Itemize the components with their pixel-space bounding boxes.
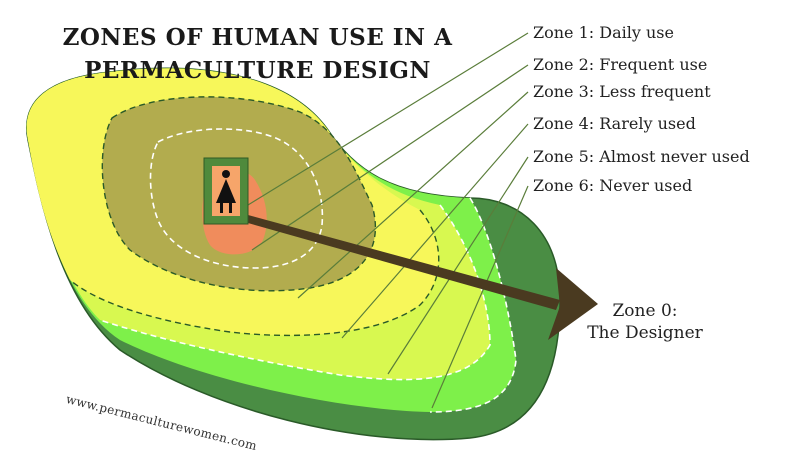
designer-label: Zone 0: The Designer	[560, 300, 730, 344]
zone-2-label: Zone 2: Frequent use	[533, 55, 708, 74]
zone-1-label: Zone 1: Daily use	[533, 23, 674, 42]
leader-line-zone-1	[247, 32, 529, 206]
leader-line-zone-2	[251, 64, 529, 251]
zone-6-label: Zone 6: Never used	[533, 176, 693, 195]
zone-3-label: Zone 3: Less frequent	[533, 82, 711, 101]
zone-5-label: Zone 5: Almost never used	[533, 147, 750, 166]
designer-arrow	[248, 215, 598, 340]
leader-line-zone-4	[341, 123, 529, 339]
title-line-1: ZONES OF HUMAN USE IN A	[62, 24, 453, 51]
designer-label-line-1: Zone 0:	[612, 301, 678, 321]
leader-line-zone-6	[431, 185, 529, 409]
leader-line-zone-3	[297, 91, 529, 299]
designer-label-line-2: The Designer	[587, 323, 703, 343]
zone-2-inner-ring	[149, 128, 324, 269]
leader-lines	[247, 32, 529, 409]
woman-figure-icon	[216, 170, 236, 213]
zone-4-label: Zone 4: Rarely used	[533, 114, 696, 133]
leader-line-zone-5	[387, 156, 529, 375]
title-line-2: PERMACULTURE DESIGN	[84, 57, 431, 84]
designer-frame	[203, 157, 249, 225]
